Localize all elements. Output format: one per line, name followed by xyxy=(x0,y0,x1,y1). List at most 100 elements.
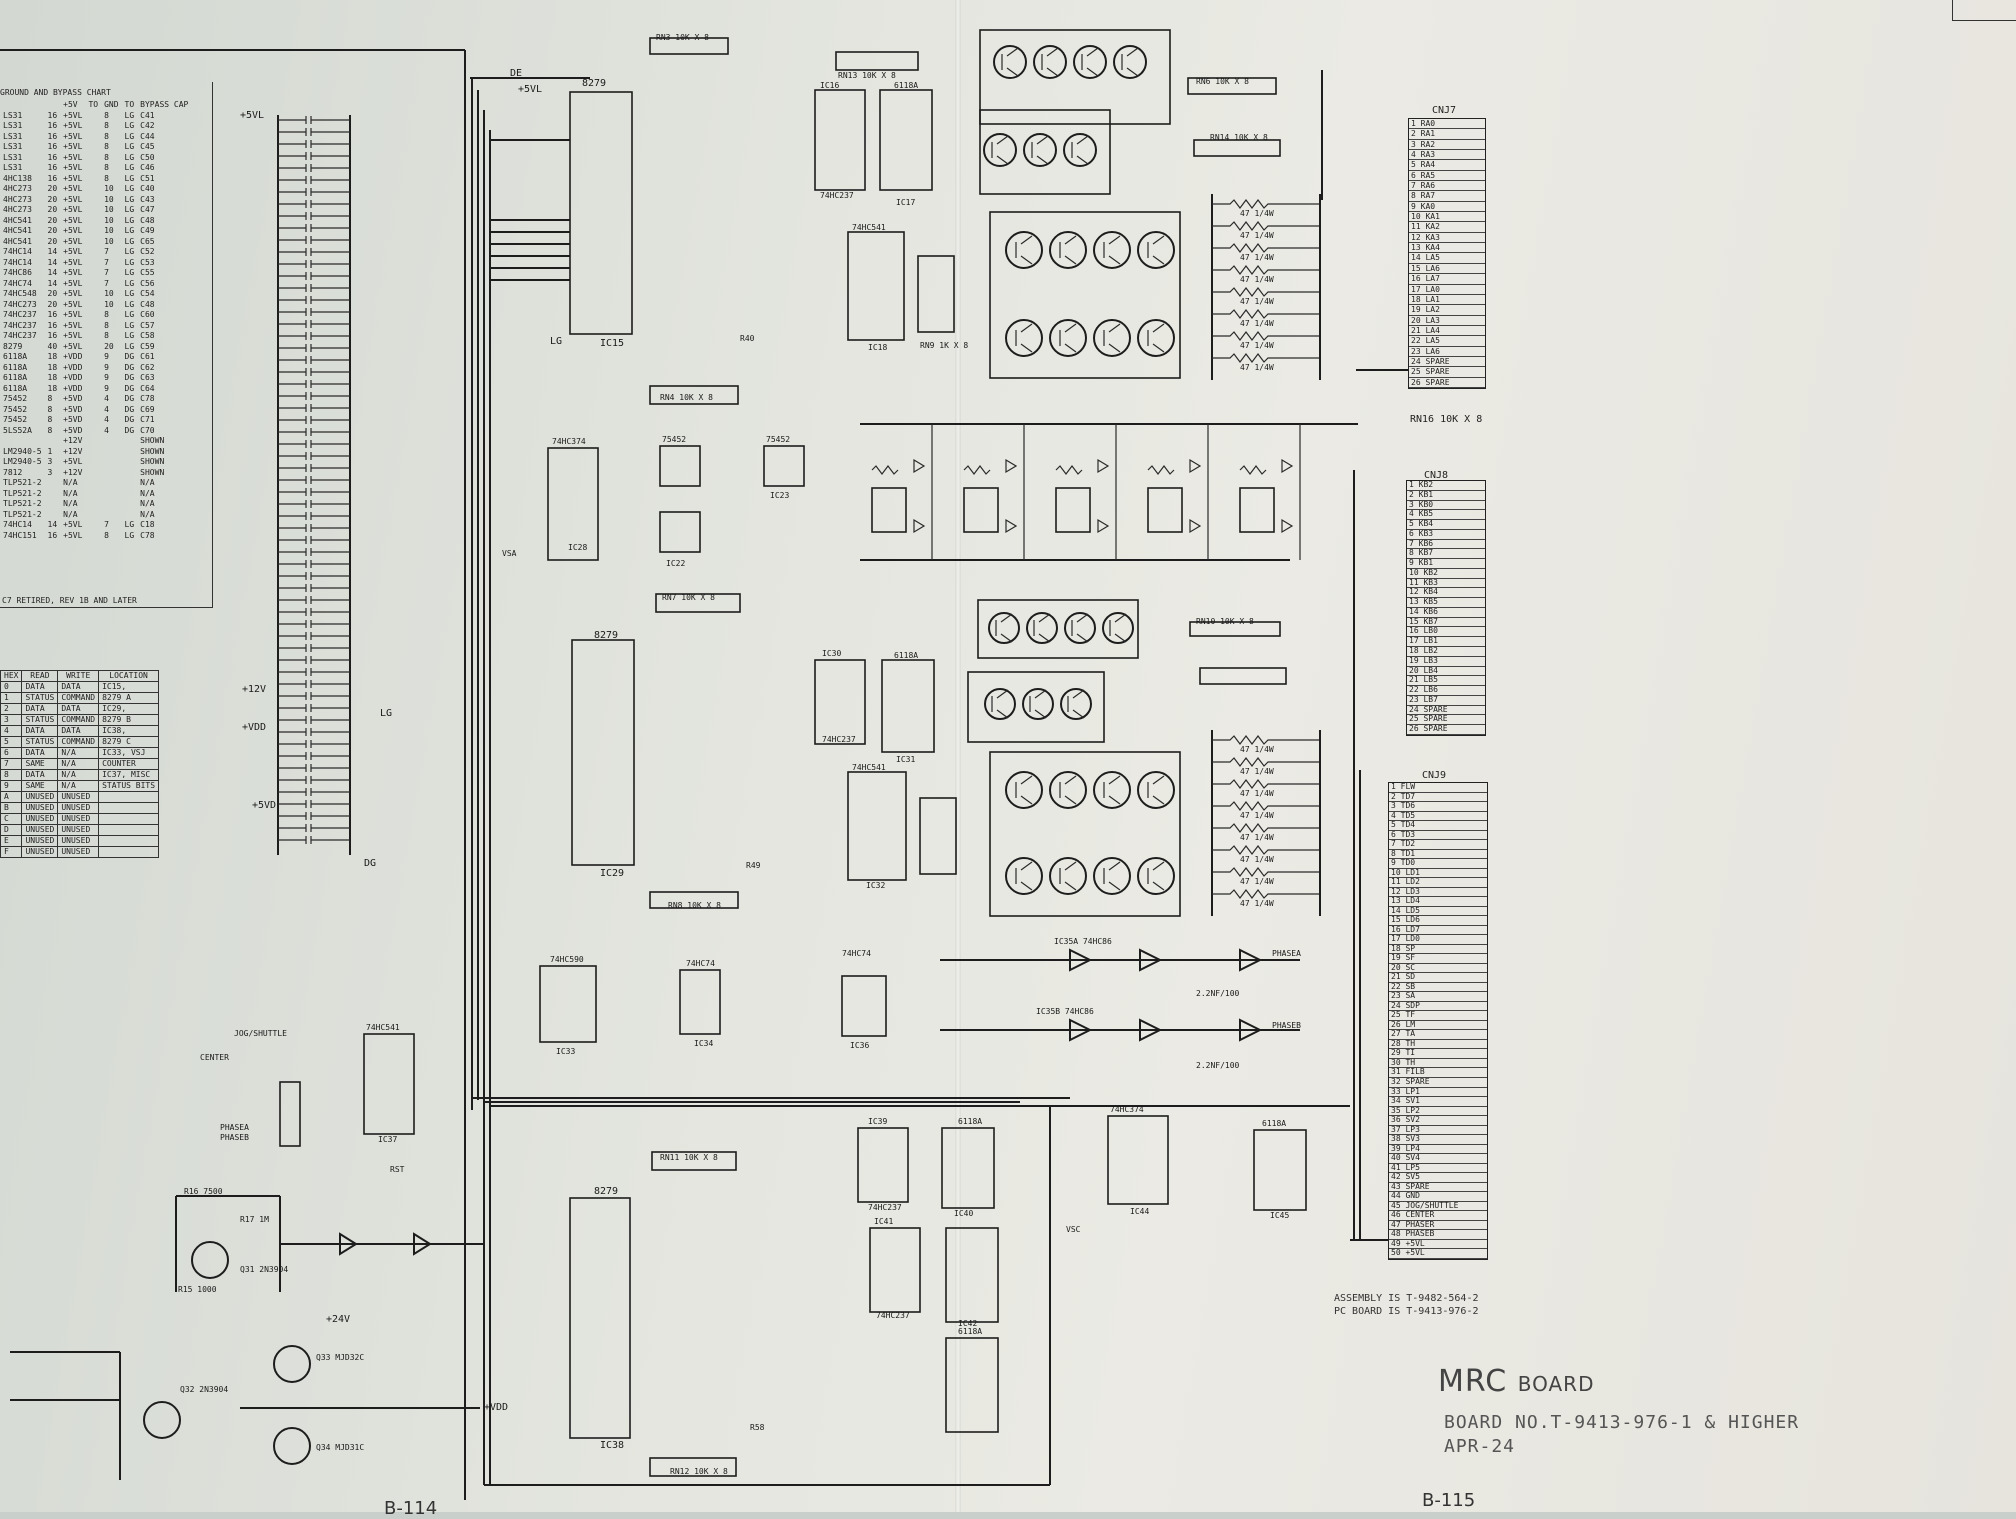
bypass-cell: 8 xyxy=(104,331,109,340)
bypass-cell: +VDD xyxy=(63,352,83,361)
ic39-part: 74HC237 xyxy=(868,1203,902,1212)
ic41-id: IC41 xyxy=(874,1217,893,1226)
bypass-cell: C55 xyxy=(140,268,155,277)
rn4-label: RN4 10K X 8 xyxy=(660,393,713,402)
diode-symbol xyxy=(1281,518,1294,534)
rn7-label: RN7 10K X 8 xyxy=(662,593,715,602)
bypass-cell: 10 xyxy=(104,236,114,246)
bypass-cell: 9 xyxy=(104,373,109,382)
bypass-cell: C78 xyxy=(140,394,155,403)
bypass-cell: +12V xyxy=(63,446,83,456)
diode-symbol xyxy=(913,518,926,534)
bypass-cell: LG xyxy=(124,320,135,330)
rn8-pack: RN8 10K X 8 R49 xyxy=(649,861,761,910)
transistor-lead xyxy=(1108,255,1121,265)
transistor-symbol xyxy=(1137,771,1175,809)
bypass-cell: C48 xyxy=(140,299,155,309)
cnj9-pin: 2 TD7 xyxy=(1389,793,1487,803)
cnj9-pin: 29 TI xyxy=(1389,1049,1487,1059)
ic18-part: 74HC541 xyxy=(852,223,886,232)
bypass-cell: +5VL xyxy=(63,226,83,235)
transistor-lead xyxy=(1126,67,1139,77)
cnj7-pin: 23 LA6 xyxy=(1409,347,1485,357)
bypass-cell: 74HC273 xyxy=(3,299,37,309)
ic32-id: IC32 xyxy=(866,881,885,890)
bypass-cell: 74HC14 xyxy=(3,247,32,256)
bypass-cell: 6118A xyxy=(3,352,28,361)
bypass-cell: C45 xyxy=(140,142,155,151)
bypass-capacitor-column: +5VL +12V +VDD +5VD DG LG xyxy=(240,110,392,869)
resistor-symbol xyxy=(1212,309,1320,319)
cnj9-pin: 9 TD0 xyxy=(1389,859,1487,869)
resistor-symbol xyxy=(1212,867,1320,877)
bypass-cell: +5VL xyxy=(63,257,83,267)
bypass-cell: +5VL xyxy=(63,163,83,172)
transistor-lead xyxy=(1114,633,1127,643)
bypass-cell: C78 xyxy=(140,530,155,540)
r40-label: R40 xyxy=(740,334,755,343)
bypass-cell: 6118A xyxy=(3,383,28,393)
resistor-symbol xyxy=(1212,735,1320,745)
cnj8-pin: 25 SPARE xyxy=(1407,715,1485,726)
bypass-5vl-label: +5VL xyxy=(240,110,264,121)
transistor-lead xyxy=(1108,775,1121,785)
transistor-lead xyxy=(1046,47,1059,57)
page-fold xyxy=(955,0,961,1512)
rn3-pack: RN3 10K X 8 xyxy=(649,33,729,55)
bypass-cell: 10 xyxy=(104,184,114,193)
bypass-cell: 20 xyxy=(47,184,58,193)
ic28-74hc374-block: 74HC374 IC28 VSA xyxy=(502,437,599,561)
rn8-label: RN8 10K X 8 xyxy=(668,901,721,910)
bypass-cell: 4 xyxy=(104,415,109,424)
cnj7-pin: 10 KA1 xyxy=(1409,212,1485,223)
ic18-74hc541-block: 74HC541 IC18 RN9 1K X 8 xyxy=(847,223,968,352)
transistor-lead xyxy=(1034,689,1047,699)
bypass-cell: 5LS52A xyxy=(3,425,32,435)
bypass-cell: 7 xyxy=(104,278,109,288)
cnj8-pin: 16 LB0 xyxy=(1407,627,1485,638)
cnj9-pin: 19 SF xyxy=(1389,954,1487,964)
ic44-74hc374-block: 74HC374 IC44 VSC xyxy=(1066,1105,1169,1234)
cnj7-pin: 20 LA3 xyxy=(1409,316,1485,326)
bypass-cell: C18 xyxy=(140,520,155,529)
bypass-cell: +5VL xyxy=(63,131,83,141)
ic33-74hc590-block: 74HC590 IC33 xyxy=(539,955,597,1056)
bypass-cell: 8 xyxy=(104,152,109,162)
bypass-header-cell: GND xyxy=(104,100,119,109)
vsa-label: VSA xyxy=(502,549,517,558)
cnj7-pin: 12 KA3 xyxy=(1409,233,1485,244)
bypass-cell: C43 xyxy=(140,194,155,204)
resistor-symbol xyxy=(1212,287,1320,297)
cnj9-pin: 43 SPARE xyxy=(1389,1183,1487,1193)
bypass-cell: +VDD xyxy=(63,373,83,382)
transistor-lead xyxy=(1152,795,1165,805)
ic32-74hc541-block: 74HC541 IC32 xyxy=(847,763,957,890)
rn14-label: RN14 10K X 8 xyxy=(1210,133,1268,142)
transistor-symbol xyxy=(1049,771,1087,809)
transistor-array-top xyxy=(979,29,1181,379)
bypass-cell: TLP521-2 xyxy=(3,488,42,498)
bypass-cell: C71 xyxy=(140,415,155,424)
cnj9-pin: 22 SB xyxy=(1389,983,1487,993)
transistor-array-middle xyxy=(967,599,1181,917)
resistor-value: 47 1/4W xyxy=(1240,209,1274,218)
cnj8-pin: 10 KB2 xyxy=(1407,569,1485,579)
vsc-label: VSC xyxy=(1066,1225,1081,1234)
resistor-symbol xyxy=(871,465,899,475)
bypass-cell: C58 xyxy=(140,331,155,340)
ic16-74hc237-block: 74HC237 IC16 xyxy=(814,81,866,200)
bypass-cell: C70 xyxy=(140,425,155,435)
bypass-cell: +5VL xyxy=(63,289,83,298)
bypass-cell: C47 xyxy=(140,205,155,214)
bypass-cell: LS31 xyxy=(3,163,23,172)
bypass-cell: LG xyxy=(124,173,135,183)
resistor-value: 47 1/4W xyxy=(1240,767,1274,776)
bypass-cell: 9 xyxy=(104,383,109,393)
